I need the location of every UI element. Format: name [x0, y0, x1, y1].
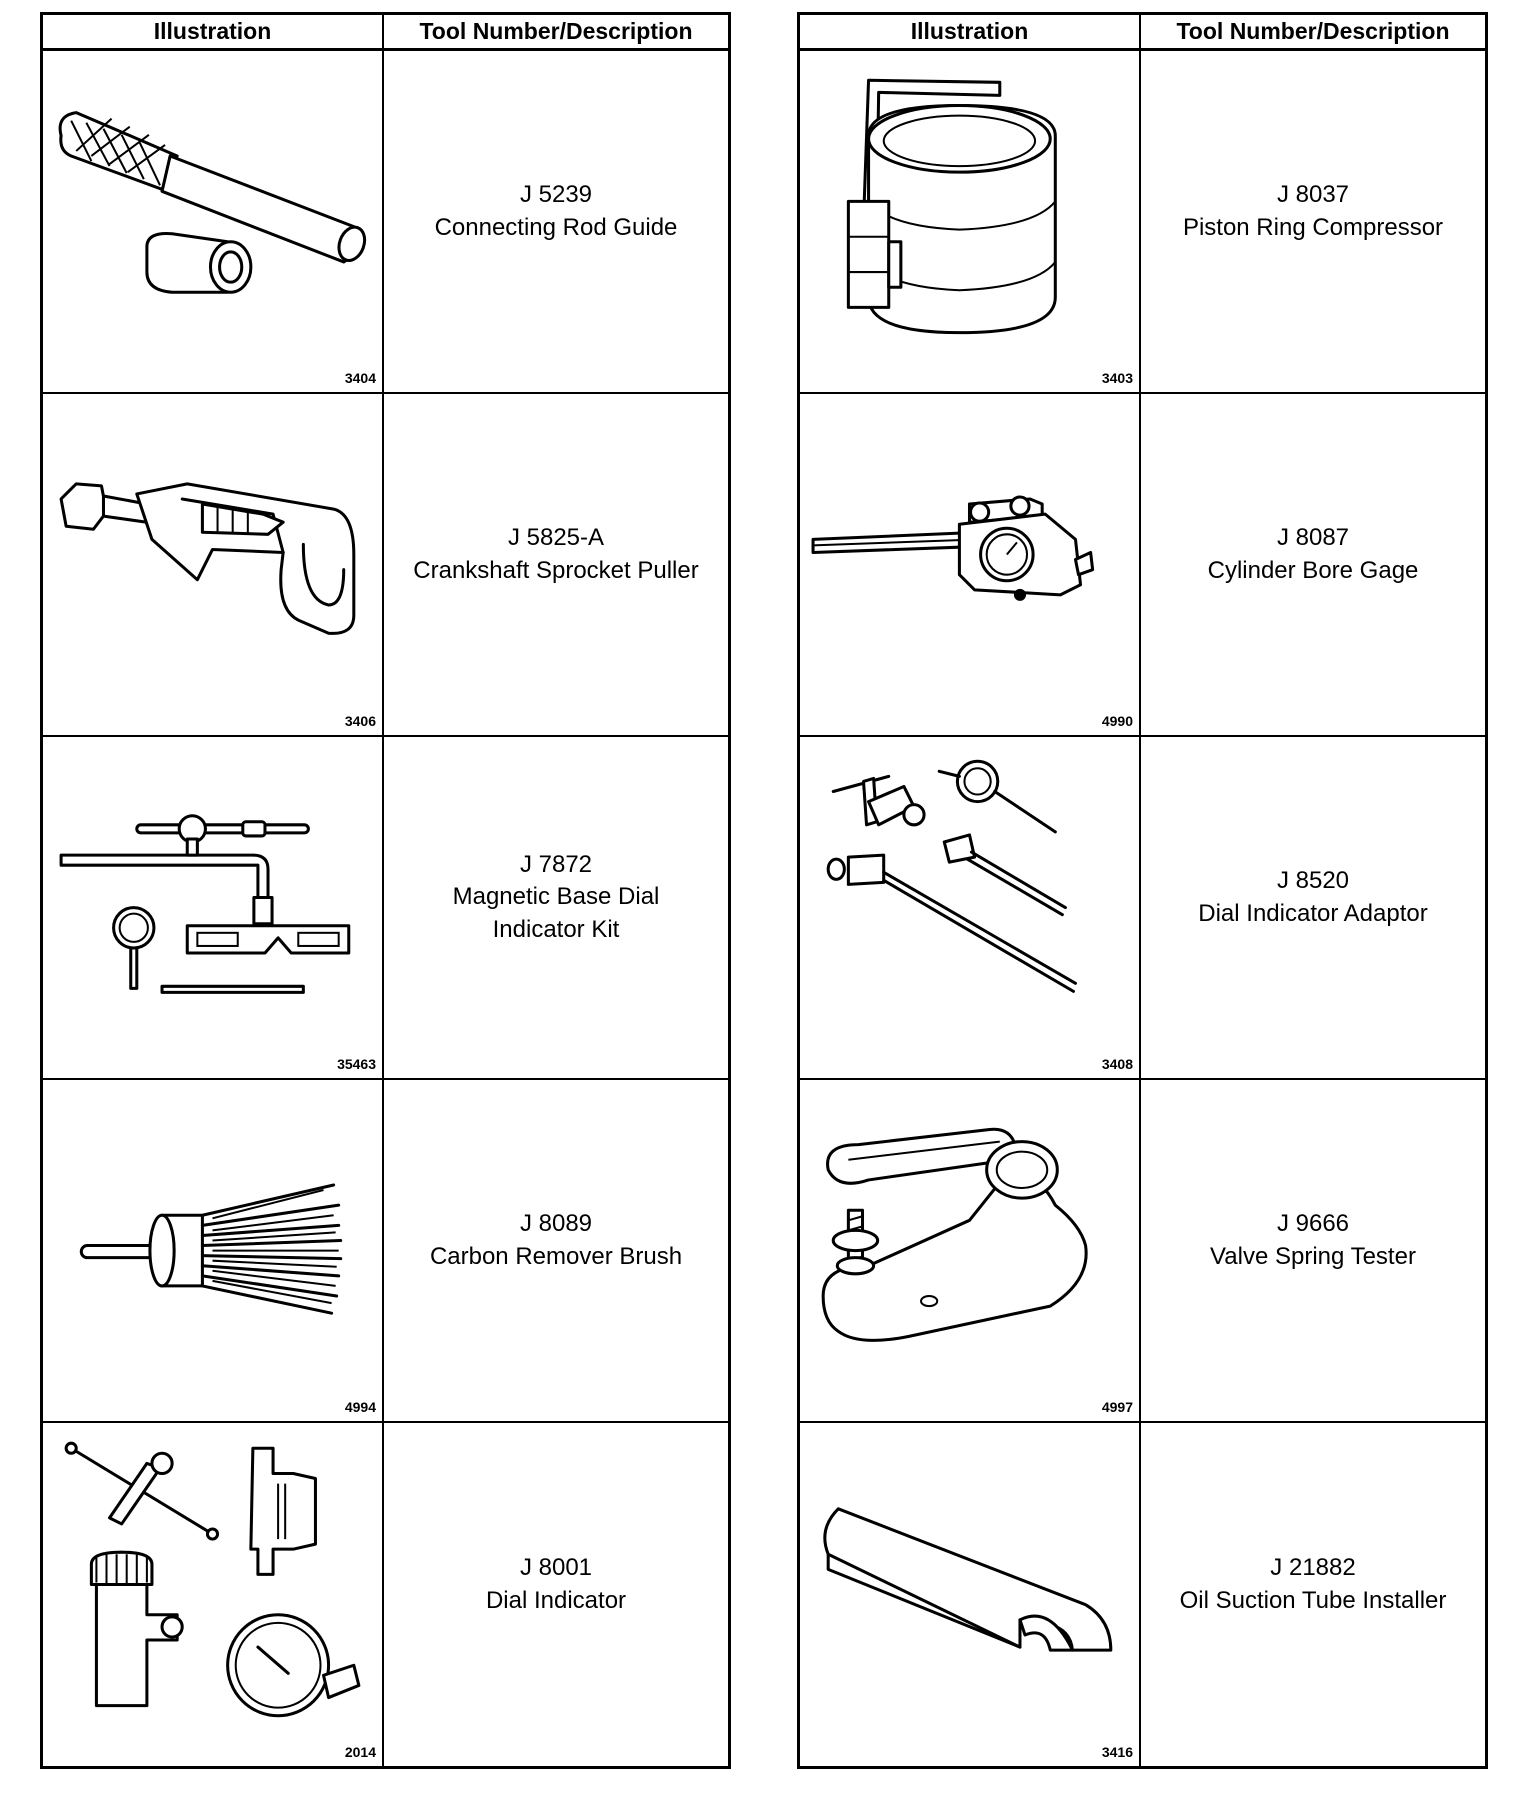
- description-cell: J 8520 Dial Indicator Adaptor: [1141, 737, 1485, 1080]
- illustration-cell: 3408: [800, 737, 1141, 1080]
- tool-name: Connecting Rod Guide: [434, 213, 678, 241]
- illustration-cell: 4990: [800, 394, 1141, 737]
- description-cell: J 5239 Connecting Rod Guide: [384, 51, 728, 394]
- tool-name: Carbon Remover Brush: [429, 1242, 683, 1270]
- tool-name: Crankshaft Sprocket Puller: [413, 556, 699, 584]
- bore-gage-illustration: [811, 495, 1095, 601]
- description-cell: J 8001 Dial Indicator: [384, 1423, 728, 1766]
- connecting-rod-guide-illustration: [58, 111, 367, 294]
- tool-number: J 8037: [1276, 181, 1350, 209]
- figure-number: 3403: [1101, 370, 1133, 386]
- figure-number: 4994: [344, 1399, 376, 1415]
- tool-number: J 21882: [1270, 1554, 1356, 1582]
- figure-number: 4997: [1101, 1399, 1133, 1415]
- spring-tester-illustration: [821, 1127, 1088, 1342]
- header-description: Tool Number/Description: [384, 15, 728, 51]
- description-cell: J 8089 Carbon Remover Brush: [384, 1080, 728, 1423]
- tool-name: Oil Suction Tube Installer: [1179, 1586, 1447, 1614]
- tool-name: Dial Indicator Adaptor: [1198, 899, 1428, 927]
- description-cell: J 8087 Cylinder Bore Gage: [1141, 394, 1485, 737]
- tool-number: J 8001: [519, 1554, 593, 1582]
- description-cell: J 5825-A Crankshaft Sprocket Puller: [384, 394, 728, 737]
- illustration-cell: 3403: [800, 51, 1141, 394]
- tool-table-right: Illustration Tool Number/Description 340…: [797, 12, 1488, 1769]
- figure-number: 4990: [1101, 713, 1133, 729]
- illustration-cell: 3404: [43, 51, 384, 394]
- figure-number: 3416: [1101, 1744, 1133, 1760]
- carbon-brush-illustration: [79, 1183, 343, 1315]
- figure-number: 2014: [344, 1744, 376, 1760]
- tube-installer-illustration: [823, 1507, 1113, 1652]
- tool-number: J 7872: [519, 850, 593, 878]
- tool-number: J 8520: [1276, 867, 1350, 895]
- header-illustration: Illustration: [800, 15, 1141, 51]
- illustration-cell: 3416: [800, 1423, 1141, 1766]
- tool-table-left: Illustration Tool Number/Description 340…: [40, 12, 731, 1769]
- illustration-cell: 4997: [800, 1080, 1141, 1423]
- figure-number: 35463: [337, 1056, 376, 1072]
- illustration-cell: 35463: [43, 737, 384, 1080]
- description-cell: J 21882 Oil Suction Tube Installer: [1141, 1423, 1485, 1766]
- tool-number: J 5825-A: [507, 524, 605, 552]
- indicator-adaptor-illustration: [826, 759, 1077, 993]
- ring-compressor-illustration: [846, 78, 1057, 335]
- tool-name: Valve Spring Tester: [1210, 1242, 1416, 1270]
- tool-number: J 8089: [519, 1210, 593, 1238]
- tool-number: J 5239: [519, 181, 593, 209]
- tool-name: Piston Ring Compressor: [1182, 213, 1444, 241]
- tool-name: Cylinder Bore Gage: [1207, 556, 1419, 584]
- illustration-cell: 3406: [43, 394, 384, 737]
- figure-number: 3408: [1101, 1056, 1133, 1072]
- figure-number: 3404: [344, 370, 376, 386]
- description-cell: J 8037 Piston Ring Compressor: [1141, 51, 1485, 394]
- sprocket-puller-illustration: [59, 482, 356, 635]
- description-cell: J 7872 Magnetic Base Dial Indicator Kit: [384, 737, 728, 1080]
- tool-name: Dial Indicator: [485, 1586, 627, 1614]
- tool-name: Magnetic Base Dial Indicator Kit: [452, 883, 660, 943]
- description-cell: J 9666 Valve Spring Tester: [1141, 1080, 1485, 1423]
- tool-number: J 9666: [1276, 1210, 1350, 1238]
- tool-number: J 8087: [1276, 524, 1350, 552]
- dial-indicator-illustration: [64, 1441, 361, 1718]
- dial-indicator-kit-illustration: [59, 814, 351, 994]
- header-illustration: Illustration: [43, 15, 384, 51]
- header-description: Tool Number/Description: [1141, 15, 1485, 51]
- illustration-cell: 4994: [43, 1080, 384, 1423]
- illustration-cell: 2014: [43, 1423, 384, 1766]
- figure-number: 3406: [344, 713, 376, 729]
